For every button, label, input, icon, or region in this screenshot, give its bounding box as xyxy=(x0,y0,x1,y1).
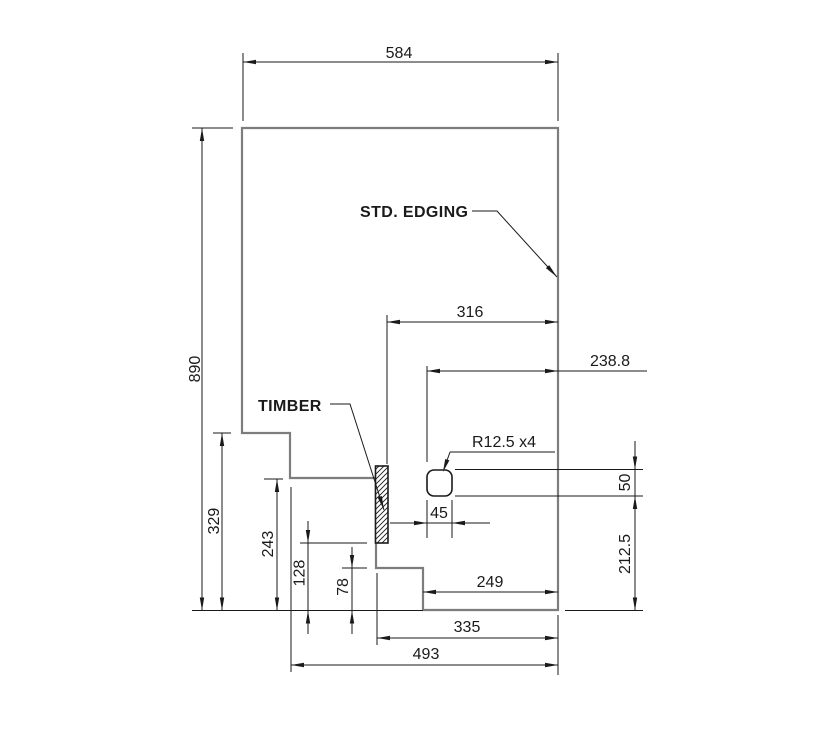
dim-243: 243 xyxy=(260,478,283,611)
dim-text-238-8: 238.8 xyxy=(590,353,630,370)
dim-text-78: 78 xyxy=(335,578,352,596)
leader-arrowhead xyxy=(443,459,450,472)
arrowhead-right xyxy=(545,59,558,65)
label-corner-radius: R12.5 x4 xyxy=(443,434,555,472)
dim-50: 50 xyxy=(455,441,643,524)
label-timber: TIMBER xyxy=(258,398,385,511)
dim-316: 316 xyxy=(386,304,558,464)
leader-arrowhead xyxy=(377,496,384,510)
label-std-edging: STD. EDGING xyxy=(360,204,558,278)
arrowhead-down xyxy=(219,597,225,611)
dim-overall-height: 890 xyxy=(187,127,233,611)
dim-text-249: 249 xyxy=(477,574,504,591)
rounded-hole xyxy=(426,469,453,497)
arrowhead-down xyxy=(349,555,355,568)
arrowhead-right xyxy=(545,635,558,641)
dim-text-50: 50 xyxy=(617,474,634,492)
dim-overall-width: 584 xyxy=(242,45,559,121)
dim-text-493: 493 xyxy=(413,646,440,663)
arrowhead-right xyxy=(545,319,558,325)
arrowhead-down xyxy=(305,530,311,543)
dim-249: 249 xyxy=(423,574,558,595)
arrowhead-up xyxy=(199,128,205,141)
label-text-std-edging: STD. EDGING xyxy=(360,204,468,221)
arrowhead-left xyxy=(387,319,400,325)
label-text-timber: TIMBER xyxy=(258,398,322,415)
arrowhead-right xyxy=(414,520,427,526)
label-text-radius: R12.5 x4 xyxy=(472,434,536,451)
dim-128: 128 xyxy=(292,521,367,634)
arrowhead-down xyxy=(274,597,280,611)
dim-78: 78 xyxy=(335,547,367,634)
arrowhead-left xyxy=(423,589,436,595)
arrowhead-right xyxy=(545,368,558,374)
leader-line xyxy=(330,403,385,511)
dim-text-316: 316 xyxy=(457,304,484,321)
dim-238-8: 238.8 xyxy=(426,353,647,462)
arrowhead-up xyxy=(349,610,355,624)
dim-329: 329 xyxy=(206,432,231,611)
dim-text-45: 45 xyxy=(430,505,448,522)
dim-text-128: 128 xyxy=(292,560,309,587)
arrowhead-up xyxy=(274,479,280,492)
arrowhead-up xyxy=(305,610,311,624)
dim-text-890: 890 xyxy=(187,356,204,383)
arrowhead-left xyxy=(427,368,440,374)
arrowhead-down xyxy=(199,597,205,611)
panel-outline xyxy=(240,126,560,612)
dim-212-5: 212.5 xyxy=(565,496,643,611)
arrowhead-left xyxy=(243,59,256,65)
arrowhead-right xyxy=(545,589,558,595)
dim-493: 493 xyxy=(290,487,558,672)
dim-text-243: 243 xyxy=(260,531,277,558)
leader-arrowhead xyxy=(545,265,557,277)
arrowhead-down xyxy=(632,456,638,470)
dim-45: 45 xyxy=(390,500,490,538)
arrowhead-left xyxy=(377,635,390,641)
dim-text-329: 329 xyxy=(206,508,223,535)
leader-line xyxy=(472,210,558,278)
dim-335: 335 xyxy=(376,573,559,675)
arrowhead-left xyxy=(291,662,304,668)
arrowhead-right xyxy=(545,662,558,668)
arrowhead-down xyxy=(632,597,638,611)
dim-text-335: 335 xyxy=(454,619,481,636)
arrowhead-left xyxy=(452,520,465,526)
dim-text-584: 584 xyxy=(386,45,413,62)
arrowhead-up xyxy=(219,433,225,446)
dim-text-212-5: 212.5 xyxy=(617,534,634,574)
